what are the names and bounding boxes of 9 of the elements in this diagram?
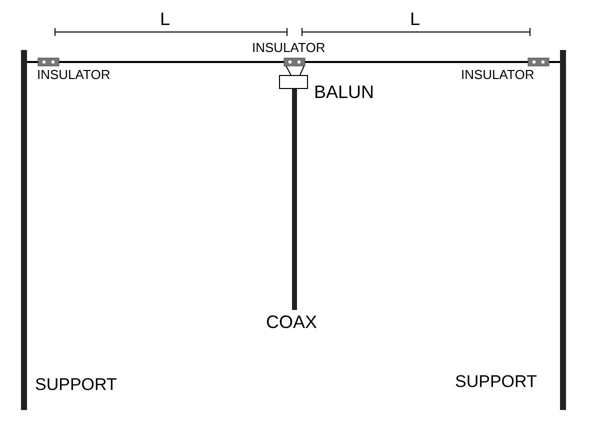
part-label: SUPPORT [455,373,537,390]
dimension-label: L [160,10,170,28]
dimension-label: L [410,10,420,28]
part-label: INSULATOR [252,41,326,54]
part-label: INSULATOR [37,68,110,81]
part-label: SUPPORT [35,376,117,393]
part-label: BALUN [314,83,374,101]
part-label: COAX [266,313,318,331]
part-label: INSULATOR [461,68,534,81]
